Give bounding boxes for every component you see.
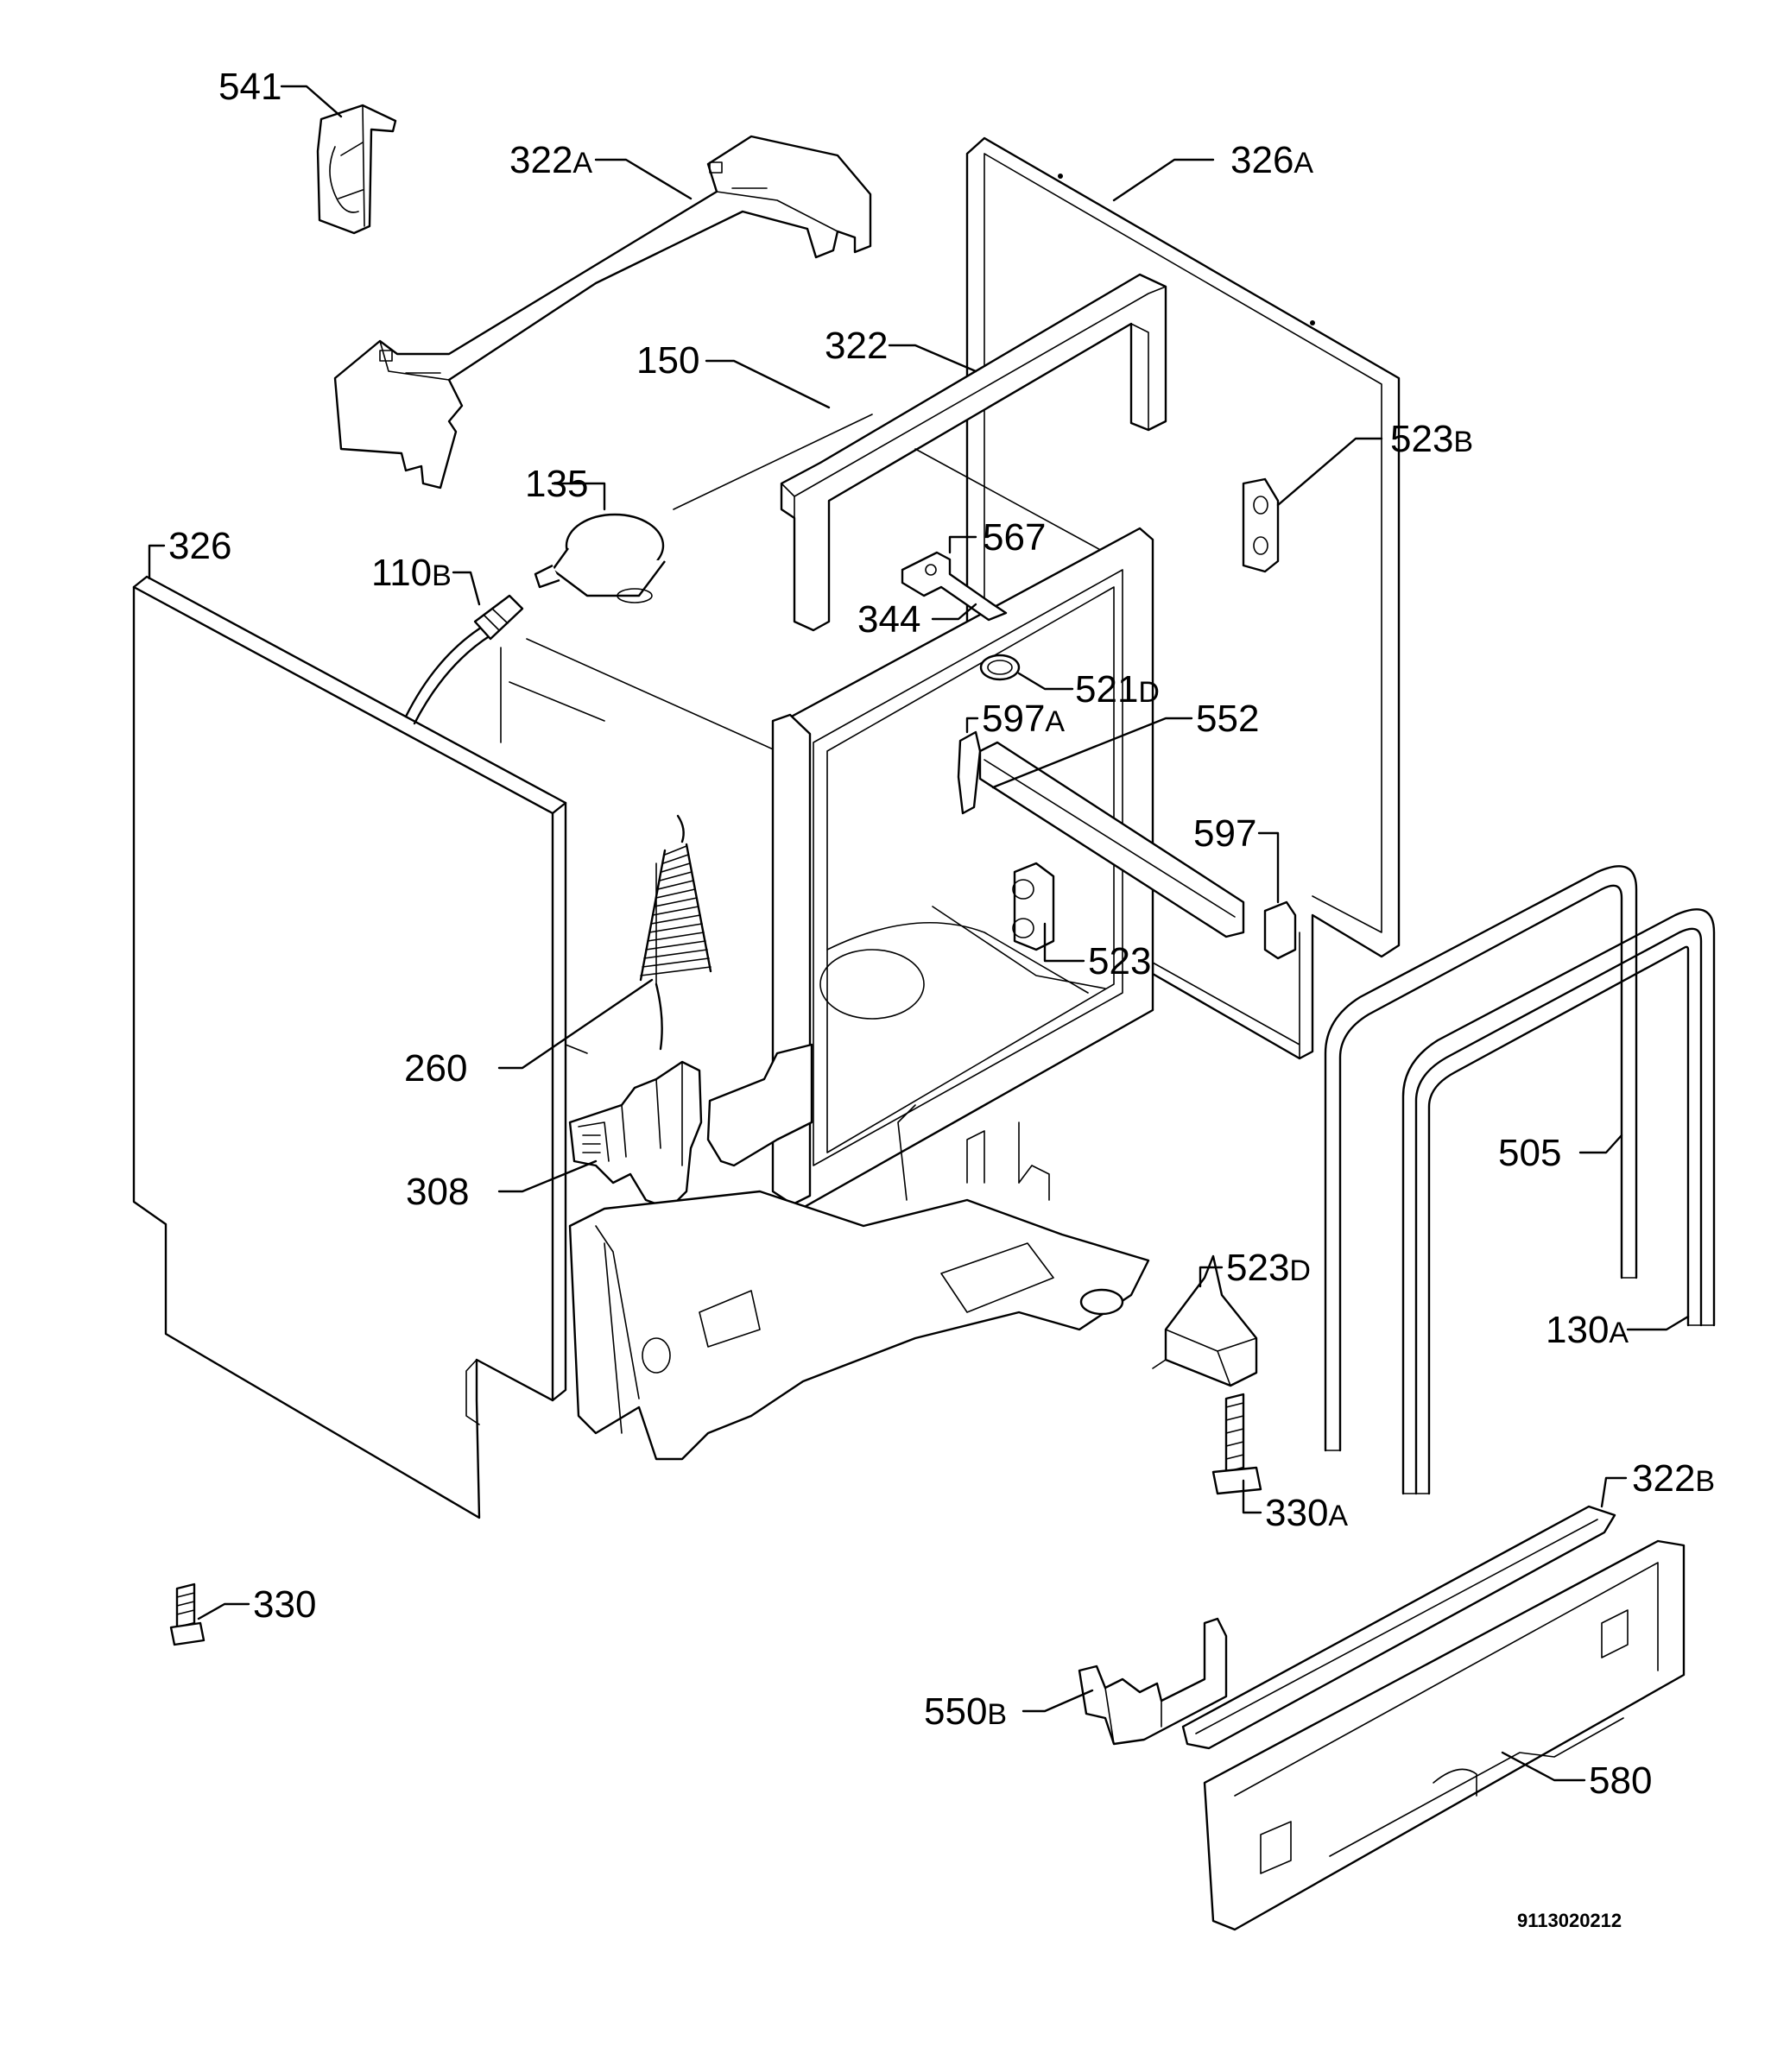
- callout-326a: 326A: [1230, 139, 1313, 181]
- callout-322b: 322B: [1632, 1457, 1715, 1500]
- part-326-side-panel: [132, 575, 567, 1519]
- part-552-rail: [978, 741, 1245, 938]
- callout-521d: 521D: [1075, 668, 1160, 711]
- part-523b-grommet: [1242, 477, 1280, 573]
- tub-construction-lines: [500, 414, 1106, 1184]
- part-523-grommet: [1012, 862, 1055, 951]
- callout-326: 326: [168, 525, 231, 567]
- part-322-top-frame: [780, 273, 1167, 632]
- callout-260: 260: [404, 1047, 467, 1090]
- part-505-seal: [1324, 865, 1638, 1452]
- callout-150: 150: [636, 339, 699, 382]
- callout-322: 322: [825, 325, 888, 367]
- base-tray: [568, 1104, 1150, 1461]
- part-308-hinge: [568, 1060, 703, 1210]
- callout-135: 135: [525, 463, 588, 505]
- tub-main-frame: [706, 527, 1154, 1210]
- part-521d-seal: [979, 654, 1021, 681]
- callout-580: 580: [1589, 1759, 1652, 1802]
- callout-322a: 322A: [509, 139, 592, 181]
- leader-lines: [148, 85, 1690, 1782]
- callout-550b: 550B: [924, 1690, 1007, 1733]
- callout-330a: 330A: [1265, 1492, 1348, 1534]
- part-597a-clip: [957, 730, 982, 815]
- part-580-kickplate: [1203, 1539, 1686, 1931]
- callout-597: 597: [1193, 812, 1256, 855]
- part-322b-rail: [1181, 1505, 1616, 1750]
- part-130a-seal: [1401, 908, 1716, 1495]
- part-597-clip: [1263, 900, 1297, 960]
- part-550b-bracket: [1078, 1617, 1228, 1746]
- callout-labels: 541 322A 326A 150 322 523B 135 326 110B …: [168, 66, 1715, 1802]
- callout-567: 567: [983, 516, 1046, 559]
- part-260-spring: [639, 814, 712, 1051]
- part-523d-bracket: [1152, 1254, 1258, 1387]
- callout-541: 541: [218, 66, 281, 108]
- part-322a-crossbar: [333, 135, 872, 490]
- callout-523b: 523B: [1390, 418, 1473, 460]
- part-567-344-bracket: [901, 551, 1008, 622]
- callout-552: 552: [1196, 698, 1259, 740]
- part-541-clip: [316, 104, 397, 235]
- callout-308: 308: [406, 1171, 469, 1213]
- callout-330: 330: [253, 1583, 316, 1626]
- document-number: 9113020212: [1517, 1910, 1622, 1931]
- callout-597a: 597A: [982, 698, 1065, 740]
- callout-110b: 110B: [371, 552, 452, 594]
- callout-523: 523: [1088, 940, 1151, 982]
- part-135-float: [534, 513, 666, 603]
- callout-130a: 130A: [1546, 1309, 1629, 1351]
- part-330a-foot: [1211, 1393, 1262, 1495]
- callout-523d: 523D: [1226, 1247, 1311, 1289]
- part-110b-hose: [404, 594, 524, 725]
- callout-505: 505: [1498, 1132, 1561, 1174]
- callout-344: 344: [857, 598, 920, 641]
- part-330-screw: [169, 1582, 206, 1646]
